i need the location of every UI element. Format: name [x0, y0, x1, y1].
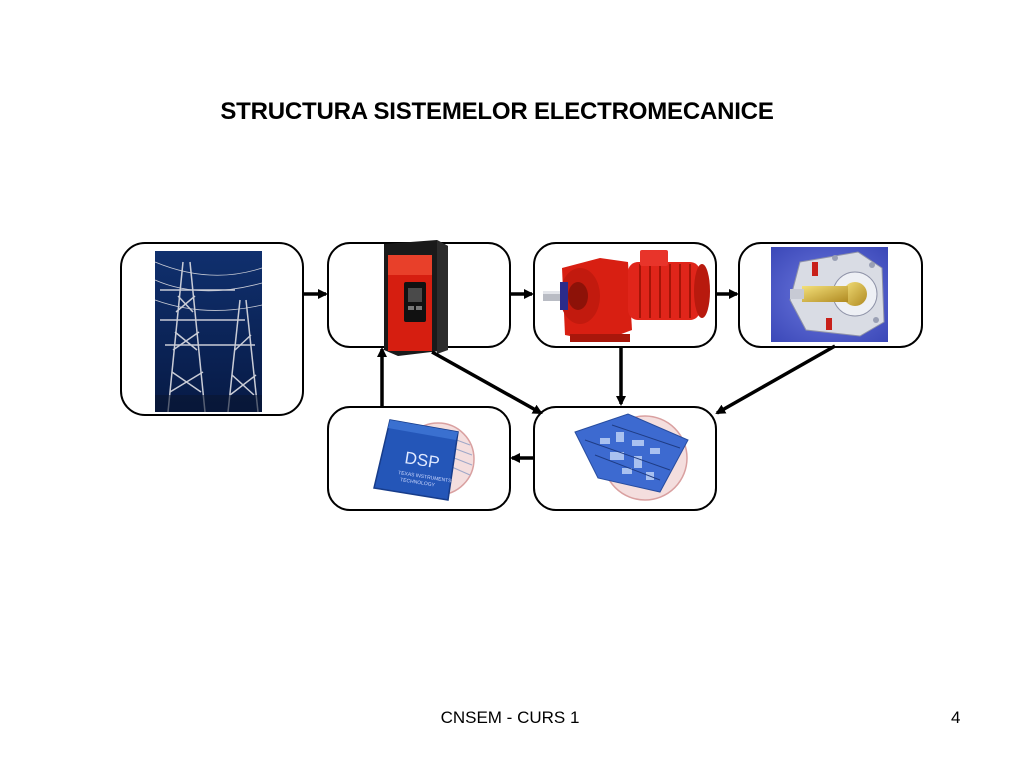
mechanical-coupling — [771, 247, 888, 342]
arrow-load-to-measurement — [715, 344, 836, 415]
slide-title: STRUCTURA SISTEMELOR ELECTROMECANICE — [220, 98, 774, 125]
converter-block — [327, 240, 511, 356]
dsp-chip-subtext-2: TECHNOLOGY — [400, 477, 436, 489]
page-number: 4 — [951, 708, 961, 727]
signal-arrows — [303, 289, 836, 463]
dsp-chip-picture: DSP TEXAS INSTRUMENTS TECHNOLOGY — [373, 419, 475, 501]
slide-footer: CNSEM - CURS 1 — [440, 708, 580, 727]
transmission-tower-photo — [154, 251, 263, 413]
load-block — [738, 242, 923, 348]
power-converter-cabinet — [384, 240, 448, 356]
arrow-converter-to-measurement — [431, 350, 543, 415]
dsp-control-block: DSP TEXAS INSTRUMENTS TECHNOLOGY — [327, 406, 511, 511]
motor-block — [533, 242, 717, 348]
measurement-block — [533, 406, 717, 511]
power-grid-block — [120, 242, 304, 416]
circuit-board-picture — [574, 413, 689, 501]
geared-motor — [543, 250, 710, 342]
